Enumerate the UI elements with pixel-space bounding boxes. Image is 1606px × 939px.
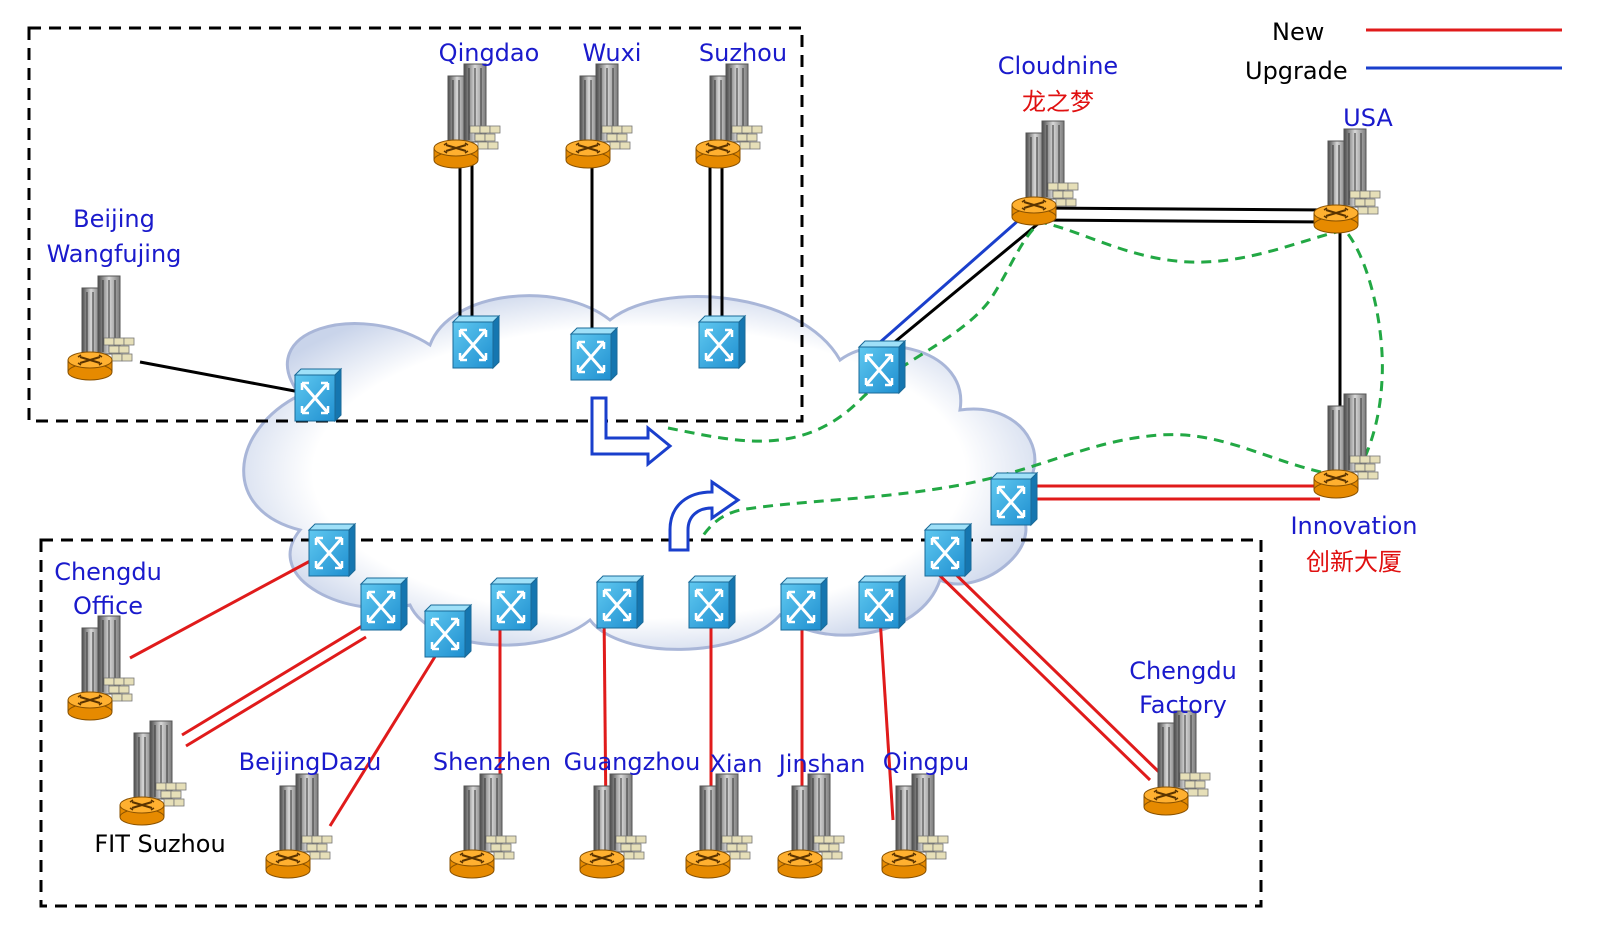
- network-switch-icon: [451, 314, 501, 370]
- building-router-icon: [67, 615, 135, 721]
- network-switch-icon: [359, 576, 409, 632]
- site-label-qingpu: Qingpu: [883, 748, 969, 776]
- upgrade-link-cloudnine: [877, 210, 1029, 346]
- building-router-icon: [1143, 710, 1211, 816]
- site-label-innovation-cn: 创新大厦: [1306, 548, 1402, 576]
- network-switch-icon: [989, 471, 1039, 527]
- network-switch-icon: [307, 522, 357, 578]
- site-label-suzhou: Suzhou: [699, 39, 787, 67]
- network-switch-icon: [697, 314, 747, 370]
- site-label-innovation: Innovation: [1290, 512, 1417, 540]
- building-router-icon: [67, 275, 135, 381]
- site-label-chengdu-factory-2: Factory: [1139, 691, 1227, 719]
- site-label-cloudnine: Cloudnine: [998, 52, 1118, 80]
- building-router-icon: [695, 63, 763, 169]
- site-label-wangfujing: Wangfujing: [47, 240, 182, 268]
- network-switch-icon: [293, 367, 343, 423]
- site-label-chengdu-office-1: Chengdu: [54, 558, 162, 586]
- building-router-icon: [119, 720, 187, 826]
- site-label-fit-suzhou: FIT Suzhou: [94, 830, 225, 858]
- network-switch-icon: [779, 576, 829, 632]
- legend: New Upgrade: [1245, 18, 1562, 85]
- network-switch-icon: [423, 603, 473, 659]
- site-label-qingdao: Qingdao: [439, 39, 540, 67]
- network-switch-icon: [923, 522, 973, 578]
- network-switch-icon: [687, 574, 737, 630]
- building-router-icon: [1313, 393, 1381, 499]
- building-router-icon: [433, 63, 501, 169]
- building-router-icon: [265, 773, 333, 879]
- building-router-icon: [1313, 128, 1381, 234]
- existing-links: [139, 160, 1342, 460]
- site-label-xian: Xian: [709, 750, 762, 778]
- region-box-south: [39, 538, 1263, 908]
- site-label-chengdu-office-2: Office: [73, 592, 143, 620]
- network-switch-icon: [857, 339, 907, 395]
- site-label-beijing: Beijing: [73, 205, 155, 233]
- building-router-icon: [565, 63, 633, 169]
- legend-upgrade-label: Upgrade: [1245, 57, 1348, 85]
- building-router-icon: [777, 773, 845, 879]
- legend-new-label: New: [1272, 18, 1324, 46]
- site-label-cloudnine-cn: 龙之梦: [1022, 88, 1094, 116]
- direction-arrow-icon: [668, 479, 741, 552]
- building-router-icon: [579, 773, 647, 879]
- site-label-shenzhen: Shenzhen: [433, 748, 551, 776]
- region-box-north: [27, 26, 804, 423]
- building-router-icon: [449, 773, 517, 879]
- site-label-usa: USA: [1343, 104, 1393, 132]
- site-label-beijing-dazu: BeijingDazu: [239, 748, 382, 776]
- site-label-jinshan: Jinshan: [777, 750, 866, 778]
- network-switch-icon: [489, 576, 539, 632]
- site-label-chengdu-factory-1: Chengdu: [1129, 657, 1237, 685]
- site-label-wuxi: Wuxi: [583, 39, 642, 67]
- network-switch-icon: [857, 574, 907, 630]
- site-label-guangzhou: Guangzhou: [564, 748, 701, 776]
- network-switch-icon: [595, 574, 645, 630]
- direction-arrow-icon: [590, 396, 673, 468]
- building-router-icon: [685, 773, 753, 879]
- network-switch-icon: [569, 326, 619, 382]
